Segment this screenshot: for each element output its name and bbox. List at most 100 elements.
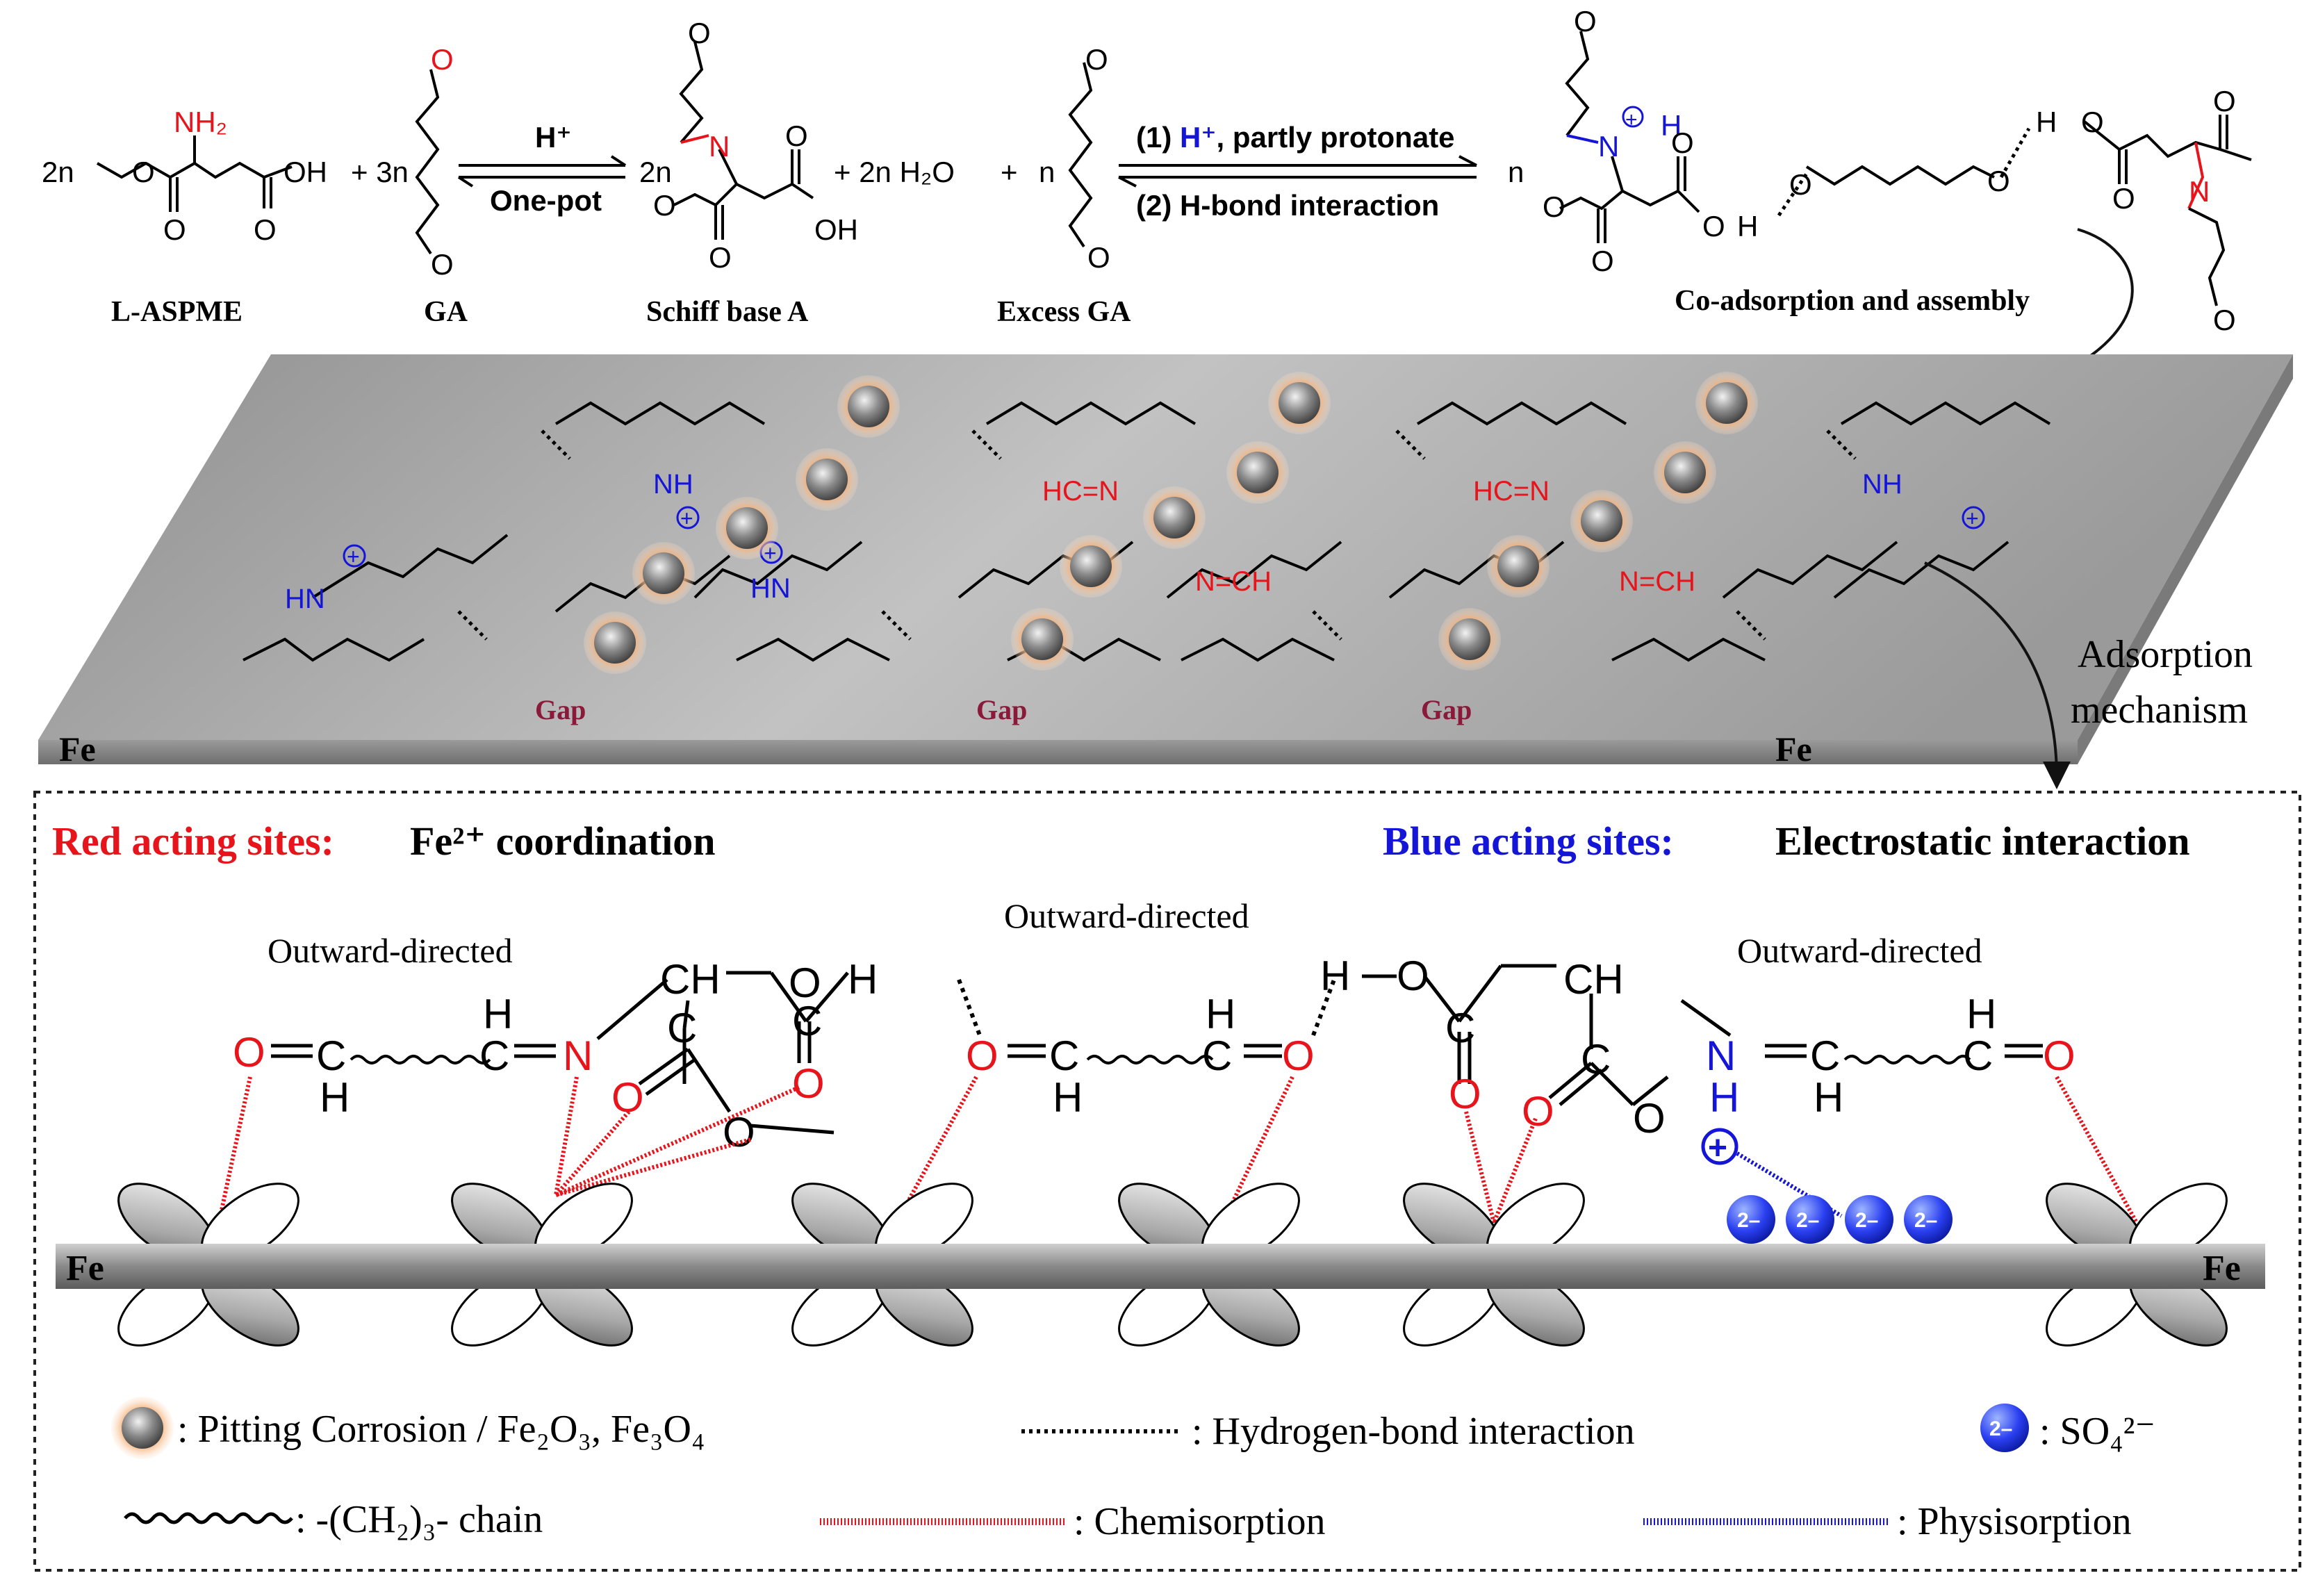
legend-hbond: : Hydrogen-bond interaction [1021,1410,1635,1453]
schiff-o-top: O [688,17,711,49]
pit-sphere [1695,372,1758,434]
schiff-coef: 2n [639,156,672,188]
ion-charge: 2– [1737,1209,1760,1232]
blue-sites-label: Blue acting sites: [1383,818,1674,864]
sulfate-ion: 2– [1904,1195,1953,1244]
sulfate-ions: 2– 2– 2– 2– [1727,1195,1953,1244]
assembly-oh: O [1702,210,1725,242]
arrow2-top: (1) H⁺, partly protonate [1136,121,1455,154]
pit-sphere [632,542,695,604]
mechanism-plus: + [1708,1130,1727,1167]
mechanism-box [33,791,2301,1572]
m-c8: C [1581,1036,1611,1083]
nch-1: N=CH [1195,566,1272,597]
assembly-o-down: O [1591,245,1614,277]
pitting-spheres [584,372,1758,674]
m-o1: O [233,1029,265,1076]
outward-2: Outward-directed [1004,896,1249,935]
pit-sphere [1570,490,1633,552]
ga-o-bottom: O [431,248,454,281]
laspme-oh: OH [283,156,327,188]
nh-2: NH [1862,469,1902,500]
m-ch2: CH [1563,956,1624,1003]
legend-physisorption-text: : Physisorption [1897,1500,2132,1543]
hcn-1: HC=N [1042,476,1119,507]
assembly-plus-icon [1622,106,1644,128]
sulfate-ion: 2– [1845,1195,1893,1244]
blue-sites-desc: Electrostatic interaction [1775,818,2189,864]
legend-wavy-icon [124,1512,293,1524]
label-schiff: Schiff base A [646,296,809,328]
legend-pitting: : Pitting Corrosion / Fe₂O₃, Fe₃O₄ [111,1397,705,1459]
legend-so4-text: : SO₄²⁻ [2039,1410,2155,1453]
plus-icon [1962,506,1985,529]
pit-sphere [716,497,778,559]
schiff-oh: OH [814,213,858,246]
m-o5: O [966,1033,998,1079]
adsorption-mechanism-2: mechanism [2071,689,2248,732]
label-coads: Co-adsorption and assembly [1675,285,2030,317]
laspme-o3: O [254,213,277,246]
hn-1: HN [285,584,325,614]
equilibrium-arrow-2 [1118,155,1477,188]
plus-2: + [680,506,693,531]
laspme-o2: O [163,213,186,246]
m-h9: H [1814,1074,1843,1121]
mechanism-hbonds [957,978,1336,1037]
arrow2-bottom: (2) H-bond interaction [1136,189,1439,222]
gap-label-2: Gap [976,694,1027,725]
legend-chemisorption: : Chemisorption [820,1500,1325,1543]
excess-ga-structure [1068,62,1093,248]
m-c2: C [479,1033,509,1079]
ga-coef: + 3n [351,156,409,188]
pit-sphere [1438,608,1501,671]
m-c1: C [316,1033,346,1079]
legend-chain: : -(CH₂)₃- chain [124,1498,543,1541]
m-h5: H [1053,1074,1083,1121]
m-h10: H [1966,991,1996,1037]
m-o11: O [2043,1033,2075,1079]
assembly-o4: O [2213,85,2236,117]
arrow2-top-b: H⁺ [1180,121,1217,154]
m-ch1: CH [660,956,721,1003]
hcn-2: HC=N [1473,476,1550,507]
legend-physisorption: : Physisorption [1643,1500,2132,1543]
coads-arrow [2046,228,2134,381]
sulfate-ion: 2– [1786,1195,1834,1244]
legend-chemisorption-text: : Chemisorption [1074,1500,1325,1543]
schiff-o-down: O [709,241,732,274]
pit-sphere [1654,441,1716,504]
m-o2: O [611,1074,644,1121]
water: + 2n H₂O [834,156,955,188]
m-h8: H [1709,1074,1739,1121]
assembly-ga-o2: O [1987,165,2010,197]
m-o7: O [1397,953,1429,999]
arrow2-top-c: , partly protonate [1217,121,1455,154]
arrow1-top: H⁺ [535,121,572,154]
reaction-scheme: 2n O O NH₂ O OH L-ASPME + 3n O O GA H⁺ O… [42,5,2252,381]
m-h1: H [320,1074,350,1121]
ion-charge: 2– [1914,1209,1937,1232]
nch-2: N=CH [1619,566,1695,597]
arrow2-top-a: (1) [1136,121,1180,154]
bar-fe-right-2: Fe [2203,1249,2241,1288]
m-h7: H [1320,953,1350,999]
assembly-h2: H [2036,106,2057,138]
plus-icon [343,544,366,568]
m-c4: C [667,1005,697,1051]
m-h-oh: H [848,956,878,1003]
assembly-nh: H [1661,109,1682,142]
legend: : Pitting Corrosion / Fe₂O₃, Fe₃O₄ : Hyd… [111,1397,2155,1543]
m-c9: C [1810,1033,1840,1079]
legend-chain-text: : -(CH₂)₃- chain [295,1498,543,1541]
schiff-o-left: O [653,189,676,222]
m-n2: N [1706,1033,1736,1079]
label-excess: Excess GA [997,296,1131,328]
red-sites-label: Red acting sites: [52,818,334,864]
nh-1: NH [653,469,693,500]
assembly-n: N [1598,130,1619,163]
legend-hbond-text: : Hydrogen-bond interaction [1192,1410,1635,1453]
m-o-oh: O [789,960,821,1006]
plate-fe-right: Fe [1775,730,1812,768]
